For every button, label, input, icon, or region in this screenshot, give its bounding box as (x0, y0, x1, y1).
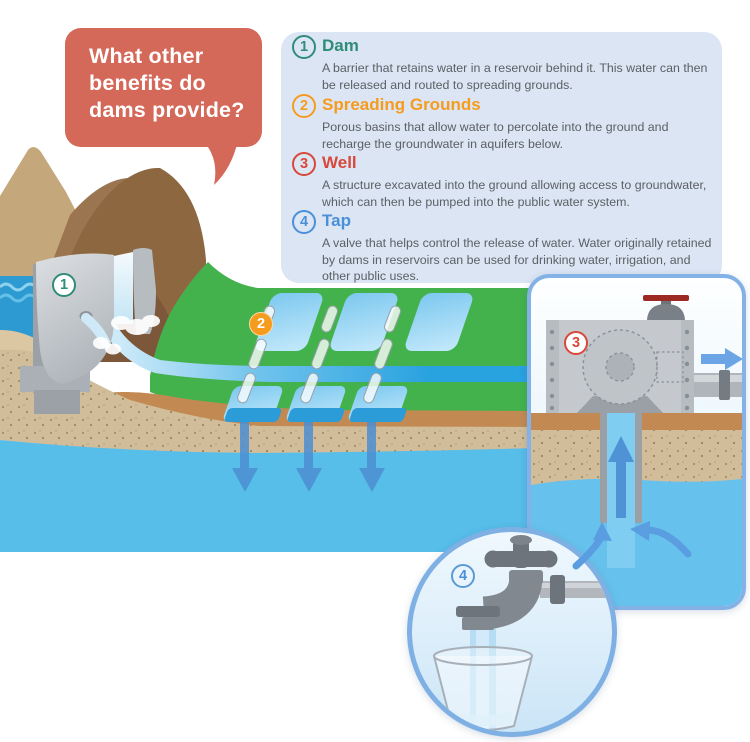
river-channel (103, 318, 535, 382)
well-pump (546, 295, 694, 413)
legend-desc-tap: A valve that helps control the release o… (322, 236, 712, 283)
valve-handle (643, 295, 689, 320)
marker-dam: 1 (52, 273, 76, 297)
faucet-handle (484, 535, 558, 568)
reservoir-water (0, 276, 38, 340)
dam-structure (20, 248, 160, 414)
waterfall-foam (93, 315, 160, 355)
dam-waterfall (114, 252, 133, 324)
legend-desc-well: A structure excavated into the ground al… (322, 178, 707, 209)
water-stream (470, 628, 496, 732)
basin-base (223, 408, 283, 422)
well-casing-wall (635, 413, 642, 523)
question-text: What other benefits do dams provide? (89, 44, 245, 122)
legend-title-well: Well (322, 153, 357, 172)
infiltration-arrows (232, 398, 385, 492)
outflow-pipe (694, 370, 742, 400)
marker-tap: 4 (451, 564, 475, 588)
basin-base (348, 408, 408, 422)
legend-title-dam: Dam (322, 36, 359, 55)
legend-title-spreading-grounds: Spreading Grounds (322, 95, 481, 114)
speech-bubble-tail (200, 140, 238, 185)
legend-panel: 1 Dam A barrier that retains water in a … (281, 32, 722, 283)
groundwater-layer (0, 440, 535, 552)
tap-circle-inset (407, 527, 617, 737)
basin-base (286, 408, 346, 422)
legend-number-1: 1 (292, 35, 316, 59)
faucet (456, 535, 558, 630)
pump-up-arrow (608, 436, 634, 518)
well-casing-wall (600, 413, 607, 523)
pump-bolts (549, 329, 690, 411)
drinking-glass (433, 646, 533, 731)
marker-well: 3 (564, 331, 588, 355)
question-speech-bubble: What other benefits do dams provide? (65, 28, 262, 147)
marker-spreading-grounds: 2 (249, 312, 273, 336)
legend-desc-spreading-grounds: Porous basins that allow water to percol… (322, 120, 669, 151)
supply-pipe (540, 575, 612, 604)
legend-number-4: 4 (292, 210, 316, 234)
legend-number-2: 2 (292, 94, 316, 118)
outflow-arrow (701, 348, 742, 370)
legend-desc-dam: A barrier that retains water in a reserv… (322, 61, 708, 92)
legend-title-tap: Tap (322, 211, 351, 230)
legend-number-3: 3 (292, 152, 316, 176)
pump-volute-base (577, 396, 663, 413)
tap-illustration (433, 535, 612, 732)
